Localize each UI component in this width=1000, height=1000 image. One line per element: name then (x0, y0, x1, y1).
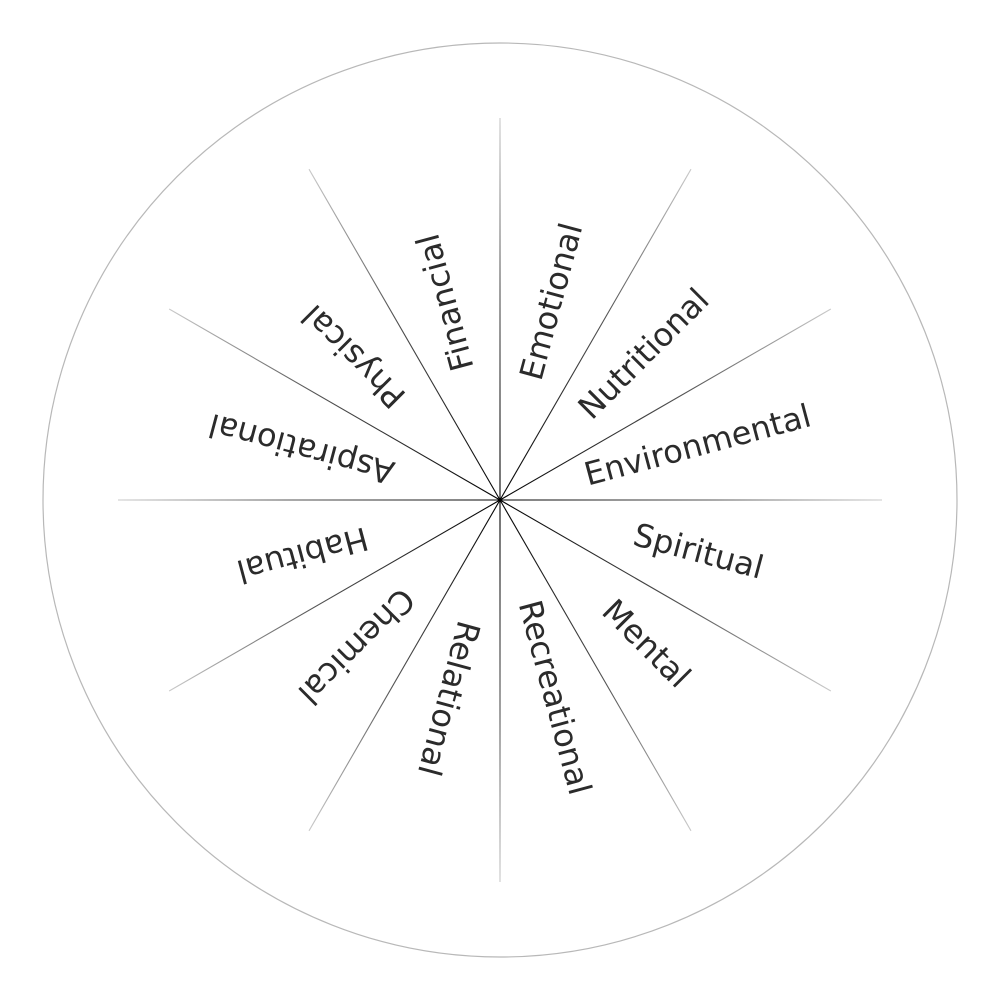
segment-label-environmental: Environmental (580, 397, 815, 494)
segment-label-physical: Physical (294, 297, 413, 416)
segment-label-habitual: Habitual (233, 519, 372, 590)
spoke-line (499, 308, 832, 501)
spoke-line (499, 499, 692, 832)
segment-label-financial: Financial (409, 230, 482, 375)
segment-label-nutritional: Nutritional (570, 281, 716, 427)
spoke-line (168, 308, 501, 501)
segment-label-chemical: Chemical (291, 580, 423, 712)
spoke-line (308, 168, 501, 501)
spoke-line (499, 168, 692, 501)
spoke-line (308, 499, 501, 832)
segment-label-recreational: Recreational (511, 596, 599, 799)
segment-label-aspirational: Aspirational (205, 406, 399, 492)
segment-label-mental: Mental (595, 592, 699, 696)
segment-labels: EmotionalNutritionalEnvironmentalSpiritu… (205, 219, 815, 799)
segment-label-relational: Relational (410, 617, 488, 780)
spoke-line (499, 499, 832, 692)
segment-label-spiritual: Spiritual (629, 516, 767, 587)
spoke-line (168, 499, 501, 692)
outer-ring (42, 42, 958, 958)
spokes (118, 118, 882, 882)
segment-label-emotional: Emotional (512, 219, 590, 384)
